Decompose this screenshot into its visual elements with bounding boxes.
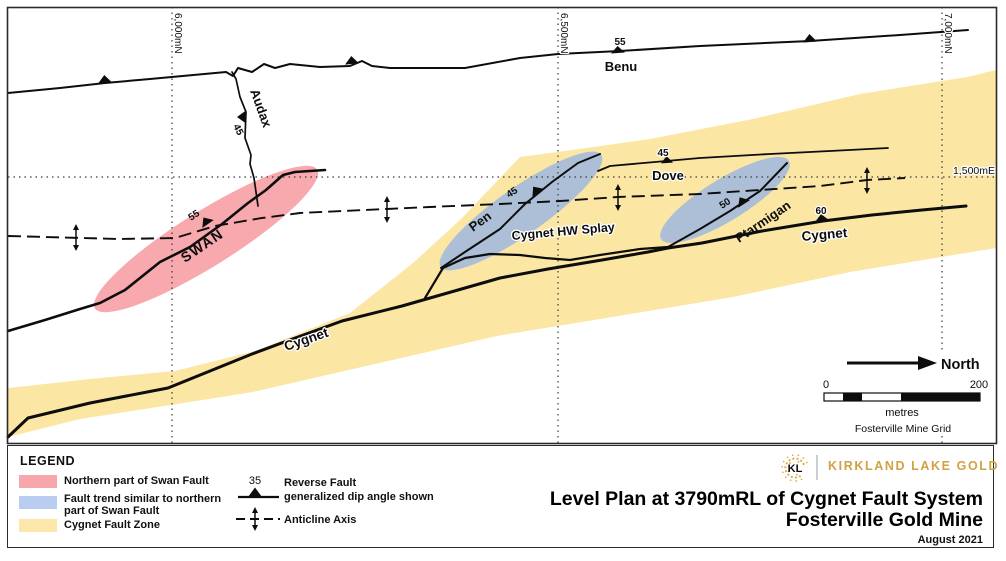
audax-dip-tooth <box>237 110 246 124</box>
map-date: August 2021 <box>917 534 983 546</box>
map-title: Level Plan at 3790mRL of Cygnet Fault Sy… <box>550 489 983 531</box>
anticline-symbol <box>864 167 870 194</box>
dove-fault-label: Dove <box>652 168 684 183</box>
fault-audax-line <box>231 71 259 207</box>
cygnet-dip-label: 60 <box>815 206 827 217</box>
legend-anticline-label: Anticline Axis <box>284 514 357 526</box>
north-scale-group: North 0 200 metres Fosterville Mine Grid <box>816 350 992 436</box>
legend-label-swan: Northern part of Swan Fault <box>64 475 209 487</box>
scale-max-label: 200 <box>970 379 988 391</box>
grid-label-6500mn: 6,500mN <box>558 13 569 54</box>
benu-dip-tooth <box>611 46 625 54</box>
map-title-line1: Level Plan at 3790mRL of Cygnet Fault Sy… <box>549 488 983 510</box>
legend-reverse-fault-label-line1: Reverse Fault <box>284 477 357 489</box>
legend-symbols: 35 <box>236 475 280 531</box>
dove-dip-tooth <box>661 156 673 164</box>
brand-wordmark: KIRKLAND LAKE GOLD <box>828 459 1000 473</box>
benu-dip-label: 55 <box>614 37 626 48</box>
kirkland-lake-gold-logo-icon: KL <box>781 454 808 482</box>
audax-dip-label: 45 <box>230 122 245 137</box>
anticline-symbol <box>384 196 390 223</box>
scale-bar: 0 200 metres Fosterville Mine Grid <box>823 379 988 435</box>
scale-min-label: 0 <box>823 379 829 391</box>
map-title-line2: Fosterville Gold Mine <box>785 509 983 531</box>
legend-reverse-fault-tooth <box>248 487 262 497</box>
legend-dip-example: 35 <box>249 475 261 487</box>
swan-dip-tooth <box>202 217 214 229</box>
fault-dove-line <box>597 147 889 172</box>
north-label: North <box>941 357 980 373</box>
dove-dip-label: 45 <box>657 148 669 159</box>
scale-units-label: metres <box>885 407 919 419</box>
scale-grid-name: Fosterville Mine Grid <box>855 423 951 435</box>
legend-label-cygnet-zone: Cygnet Fault Zone <box>64 519 160 531</box>
anticline-symbol <box>615 184 621 211</box>
ptarmigan-dip-tooth <box>738 197 750 208</box>
fault-swan-line <box>6 168 327 333</box>
logo-starburst <box>781 454 808 482</box>
fault-pen-line <box>440 153 601 269</box>
ptarmigan-zone-ellipse <box>660 156 790 244</box>
legend-anticline-arrow-up <box>252 507 258 513</box>
audax-fault-label: Audax <box>247 87 275 130</box>
north-arrow: North <box>847 356 980 373</box>
benu-fault-label: Benu <box>605 59 638 74</box>
legend-swatch-cygnet-yellow <box>19 519 57 532</box>
pen-zone-ellipse <box>439 151 603 271</box>
logo-kl-text: KL <box>788 463 803 475</box>
swan-zone-ellipse <box>93 165 319 313</box>
fault-benu-line <box>7 29 969 94</box>
pen-dip-tooth <box>532 186 544 198</box>
legend-reverse-fault-label-line2: generalized dip angle shown <box>284 491 434 503</box>
legend-label-similar-line1: Fault trend similar to northern <box>64 493 222 505</box>
legend-label-similar-line2: part of Swan Fault <box>64 505 160 517</box>
cygnet-dip-tooth <box>815 214 829 222</box>
fault-cygnet-line <box>6 204 968 439</box>
grid-label-1500me: 1,500mE <box>953 165 995 177</box>
map-frame <box>6 6 998 445</box>
legend-label-similar: Fault trend similar to northern part of … <box>64 493 221 517</box>
benu-dip-tooth <box>803 34 817 43</box>
logo-divider <box>816 455 818 480</box>
fault-cygnet-hw-splay-line <box>423 245 670 300</box>
legend-heading: LEGEND <box>20 454 76 468</box>
anticline-axis-line <box>7 177 906 240</box>
footer-panel: LEGEND Northern part of Swan Fault Fault… <box>7 445 998 548</box>
benu-dip-tooth <box>345 56 359 65</box>
fault-map: 6,000mN 6,500mN 7,000mN 1,500mE 55 Benu … <box>6 6 998 445</box>
legend-anticline-arrow-down <box>252 525 258 531</box>
fault-ptarmigan-line <box>667 162 788 248</box>
legend-swatch-swan-pink <box>19 475 57 488</box>
grid-label-7000mn: 7,000mN <box>942 13 953 54</box>
cygnet-fault-label-east: Cygnet <box>801 225 848 244</box>
legend-swatch-similar-blue <box>19 496 57 509</box>
grid-label-6000mn: 6,000mN <box>172 13 183 54</box>
anticline-symbol <box>73 224 79 251</box>
benu-dip-tooth <box>98 75 112 84</box>
